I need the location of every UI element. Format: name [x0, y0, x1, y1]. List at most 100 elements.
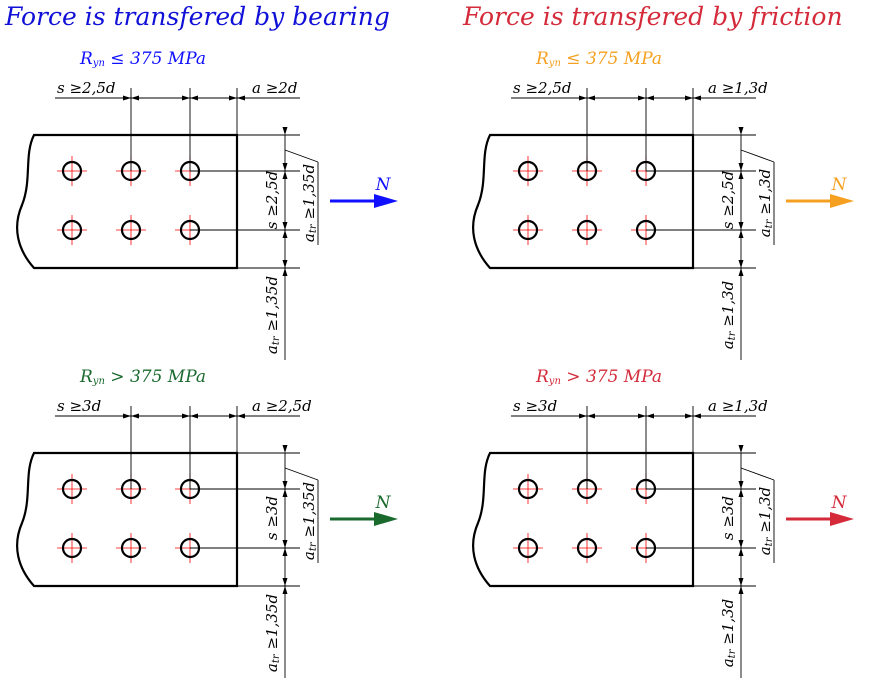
- subscript: tr: [727, 330, 738, 340]
- dimension-arrow: [738, 222, 744, 230]
- text-part: a: [263, 345, 281, 354]
- condition-label: Ryn > 375 MPa: [535, 367, 662, 387]
- dimension-arrow: [738, 445, 744, 453]
- bolt-hole: [513, 533, 543, 563]
- plate-outline: [16, 133, 239, 270]
- bolt-hole: [57, 156, 87, 186]
- text-part: a: [756, 228, 774, 237]
- subscript: tr: [764, 536, 775, 546]
- text-part: ≥1,3d: [756, 487, 774, 538]
- text-part: ≥1,35d: [300, 164, 318, 224]
- dimension-arrow: [229, 95, 237, 101]
- dimension-arrow: [131, 95, 139, 101]
- text-part: a: [756, 546, 774, 555]
- leader-line: [740, 149, 775, 163]
- bolt-hole: [57, 533, 87, 563]
- text-part: s ≥3d: [263, 496, 281, 540]
- text-part: ≥1,35d: [300, 482, 318, 542]
- dimension-arrow: [282, 548, 288, 556]
- force-arrow: [330, 194, 398, 208]
- end-distance-label: a ≥1,3d: [708, 397, 768, 415]
- dimension-arrow: [738, 548, 744, 556]
- dimension-arrow: [738, 171, 744, 179]
- pitch-label: s ≥3d: [57, 397, 101, 415]
- pitch-label: s ≥2,5d: [57, 79, 116, 97]
- dimension-arrow: [282, 260, 288, 268]
- subscript: yn: [548, 376, 561, 387]
- dimension-arrow: [237, 95, 245, 101]
- text-part: ≤ 375 MPa: [561, 49, 662, 69]
- text-part: s ≥3d: [57, 397, 101, 415]
- text-part: s ≥3d: [513, 397, 557, 415]
- text-part: a ≥2,5d: [252, 397, 312, 415]
- force-arrow: [786, 194, 854, 208]
- dimension-arrow: [282, 540, 288, 548]
- pitch-label: s ≥2,5d: [513, 79, 572, 97]
- dimension-arrow: [282, 489, 288, 497]
- subscript: tr: [308, 223, 319, 233]
- bolt-hole: [116, 215, 146, 245]
- vertical-pitch-label: s ≥2,5d: [263, 171, 281, 230]
- dimension-arrow: [282, 222, 288, 230]
- subscript: yn: [92, 376, 105, 387]
- leader-line: [284, 467, 319, 481]
- edge-distance-label: atr ≥1,3d: [756, 169, 775, 238]
- text-part: ≥1,35d: [263, 594, 281, 654]
- force-arrow-head: [374, 194, 398, 208]
- hole-circle: [517, 537, 539, 559]
- hole-circle: [61, 478, 83, 500]
- vertical-pitch-label: s ≥3d: [719, 496, 737, 540]
- subscript: tr: [764, 218, 775, 228]
- dimension-arrow: [738, 268, 744, 276]
- text-part: R: [535, 49, 549, 69]
- bolt-hole: [116, 533, 146, 563]
- subscript: tr: [271, 653, 282, 663]
- vertical-pitch-label: s ≥3d: [263, 496, 281, 540]
- dimension-arrow: [738, 586, 744, 594]
- dimension-arrow: [123, 413, 131, 419]
- text-part: ≥1,3d: [719, 281, 737, 332]
- leader-line: [284, 149, 319, 163]
- dimension-arrow: [738, 127, 744, 135]
- plate-outline: [16, 451, 239, 588]
- force-arrow: [330, 512, 398, 526]
- text-part: a: [300, 233, 318, 242]
- bottom-edge-label: atr ≥1,3d: [719, 281, 738, 350]
- text-part: a: [263, 663, 281, 672]
- hole-circle: [517, 478, 539, 500]
- end-distance-label: a ≥2d: [252, 79, 297, 97]
- subscript: tr: [271, 335, 282, 345]
- hole-circle: [61, 537, 83, 559]
- pitch-label: s ≥3d: [513, 397, 557, 415]
- end-distance-label: a ≥1,3d: [708, 79, 768, 97]
- dimension-arrow: [282, 586, 288, 594]
- dimension-arrow: [738, 540, 744, 548]
- text-part: > 375 MPa: [105, 367, 206, 387]
- bolt-hole: [513, 156, 543, 186]
- force-label: N: [375, 175, 392, 195]
- text-part: a: [719, 658, 737, 667]
- hole-circle: [61, 219, 83, 241]
- dimension-arrow: [282, 481, 288, 489]
- friction-heading: Force is transfered by friction: [462, 2, 843, 31]
- text-part: R: [79, 49, 93, 69]
- text-part: a ≥1,3d: [708, 79, 768, 97]
- dimension-arrow: [738, 481, 744, 489]
- subscript: yn: [92, 58, 105, 69]
- force-label: N: [375, 493, 392, 513]
- dimension-arrow: [282, 230, 288, 238]
- dimension-arrow: [182, 95, 190, 101]
- dimension-arrow: [738, 230, 744, 238]
- bolt-hole: [572, 533, 602, 563]
- text-part: a ≥2d: [252, 79, 297, 97]
- dimension-arrow: [182, 413, 190, 419]
- hole-circle: [517, 160, 539, 182]
- dimension-arrow: [638, 95, 646, 101]
- force-arrow-head: [830, 194, 854, 208]
- bottom-edge-label: atr ≥1,35d: [263, 594, 282, 672]
- text-part: ≤ 375 MPa: [105, 49, 206, 69]
